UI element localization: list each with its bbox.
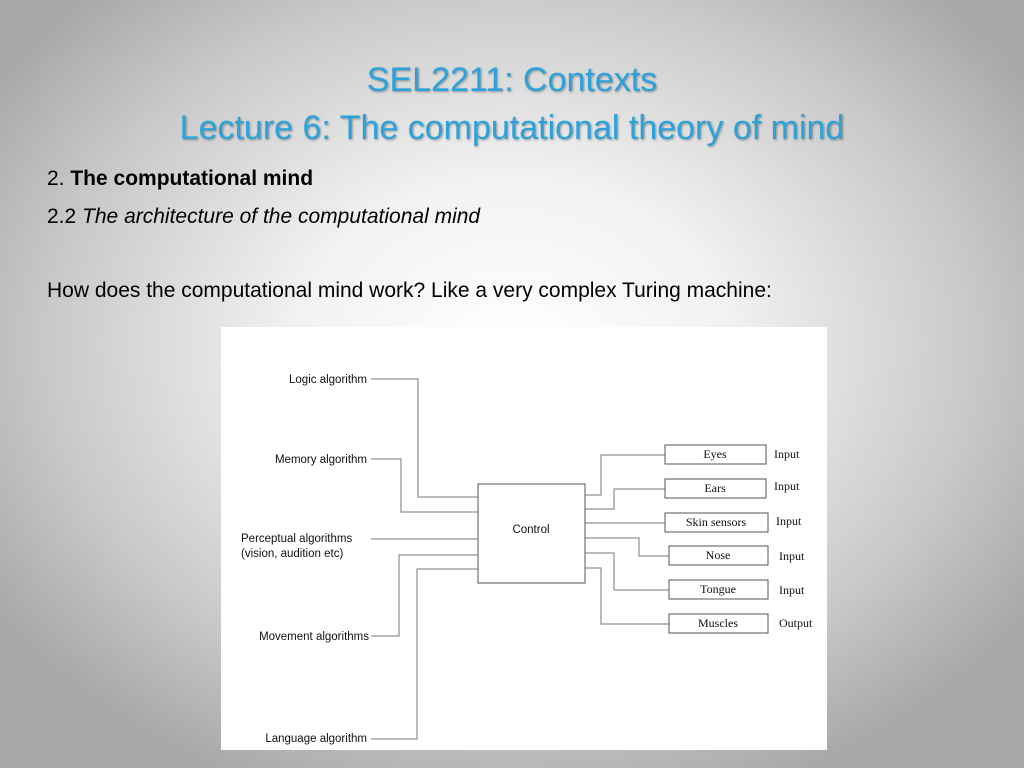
architecture-diagram: Control Logic algorithm Memory algorithm… [221,327,827,750]
subsection-title: The architecture of the computational mi… [82,205,481,228]
algorithm-label-movement: Movement algorithms [259,631,369,643]
control-box [477,483,586,584]
tongue-type: Input [779,583,805,597]
muscles-label: Muscles [698,616,738,630]
subsection-heading: 2.2 The architecture of the computationa… [47,205,480,229]
skin-sensors-label: Skin sensors [686,515,747,529]
section-number: 2. [47,167,65,190]
control-label: Control [512,524,549,536]
algorithm-label-perceptual-note: (vision, audition etc) [241,548,343,560]
ears-box [664,478,767,499]
section-heading: 2. The computational mind [47,167,313,191]
eyes-type: Input [774,447,800,461]
io-connectors [585,454,669,625]
algorithm-label-language: Language algorithm [265,733,367,745]
tongue-box [668,579,769,600]
nose-box [668,545,769,566]
slide-title-line-1: SEL2211: Contexts [366,61,658,99]
nose-type: Input [779,549,805,563]
algorithm-label-memory: Memory algorithm [275,454,367,466]
algorithm-connectors [371,378,478,740]
muscles-type: Output [779,616,813,630]
eyes-box [664,444,767,465]
tongue-label: Tongue [700,582,736,596]
subsection-number: 2.2 [47,205,77,228]
skin-sensors-box [664,512,769,533]
nose-label: Nose [706,548,731,562]
question-text: How does the computational mind work? Li… [47,279,772,302]
skin-sensors-type: Input [776,514,802,528]
slide-title-line-2: Lecture 6: The computational theory of m… [179,109,845,147]
algorithm-label-perceptual: Perceptual algorithms [241,533,352,545]
ears-label: Ears [704,481,726,495]
ears-type: Input [774,479,800,493]
muscles-box [668,613,769,634]
diagram-svg: Control Logic algorithm Memory algorithm… [241,374,813,745]
eyes-label: Eyes [703,447,727,461]
section-title: The computational mind [70,167,314,190]
algorithm-label-logic: Logic algorithm [289,374,367,386]
